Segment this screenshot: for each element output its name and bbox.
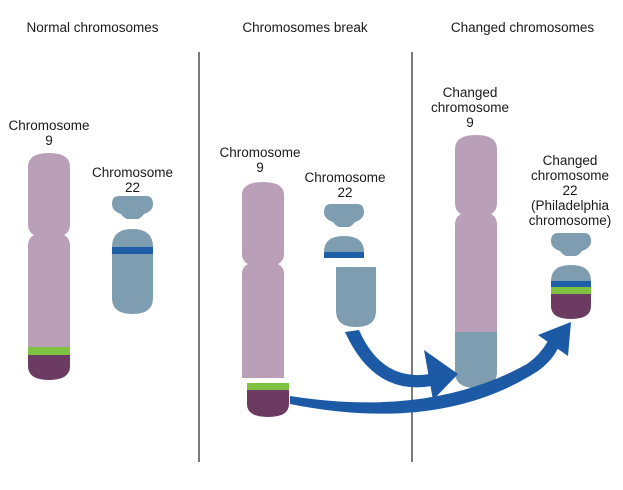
label-changed-chr9: Changed chromosome 9 [430, 85, 510, 130]
label-philadelphia: Changed chromosome 22 (Philadelphia chro… [528, 153, 612, 228]
purple-tip [551, 294, 591, 319]
translocated-22-segment [455, 332, 497, 388]
label-normal-chr22: Chromosome 22 [91, 165, 174, 195]
normal-chromosome-9 [28, 153, 70, 380]
green-band [28, 347, 70, 355]
panel-title-break: Chromosomes break [242, 20, 368, 35]
purple-tip [247, 390, 289, 417]
green-band [551, 287, 591, 294]
panel-title-normal: Normal chromosomes [26, 20, 159, 35]
normal-chromosome-22 [112, 196, 153, 314]
panel-title-changed: Changed chromosomes [450, 20, 595, 35]
philadelphia-chromosome [551, 233, 591, 319]
blue-band [551, 281, 591, 287]
purple-tip [28, 355, 70, 380]
changed-chromosome-9 [455, 135, 497, 388]
arrow-9-to-22 [290, 322, 571, 414]
blue-band [324, 252, 364, 258]
arrow-22-to-9 [345, 330, 458, 400]
label-break-chr22: Chromosome 22 [304, 170, 386, 200]
break-chromosome-22 [324, 204, 376, 327]
label-break-chr9: Chromosome 9 [219, 145, 301, 175]
green-band [247, 383, 289, 390]
label-normal-chr9: Chromosome 9 [8, 118, 90, 148]
blue-band [112, 247, 153, 254]
break-chromosome-9 [242, 182, 289, 417]
